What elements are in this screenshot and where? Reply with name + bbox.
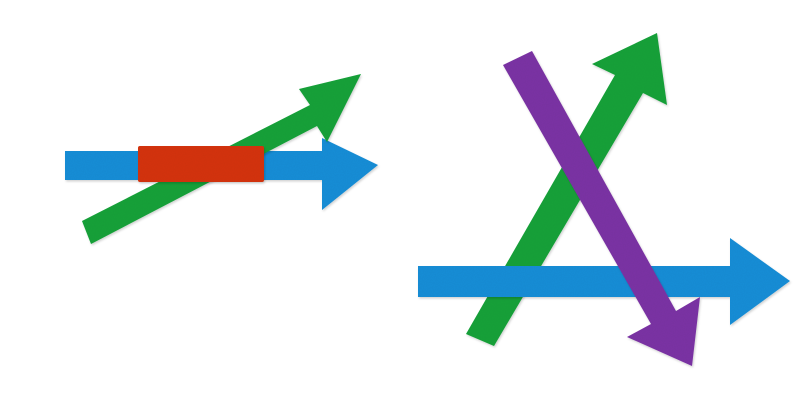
right-blue-arrow-shape	[418, 238, 790, 325]
left-group	[65, 74, 378, 244]
right-blue-arrow	[418, 238, 790, 325]
left-red-bar-shape	[138, 146, 264, 182]
right-purple-arrow	[503, 51, 700, 366]
right-purple-arrow-shape	[503, 51, 700, 366]
right-group	[418, 33, 790, 366]
left-red-bar	[138, 146, 264, 182]
